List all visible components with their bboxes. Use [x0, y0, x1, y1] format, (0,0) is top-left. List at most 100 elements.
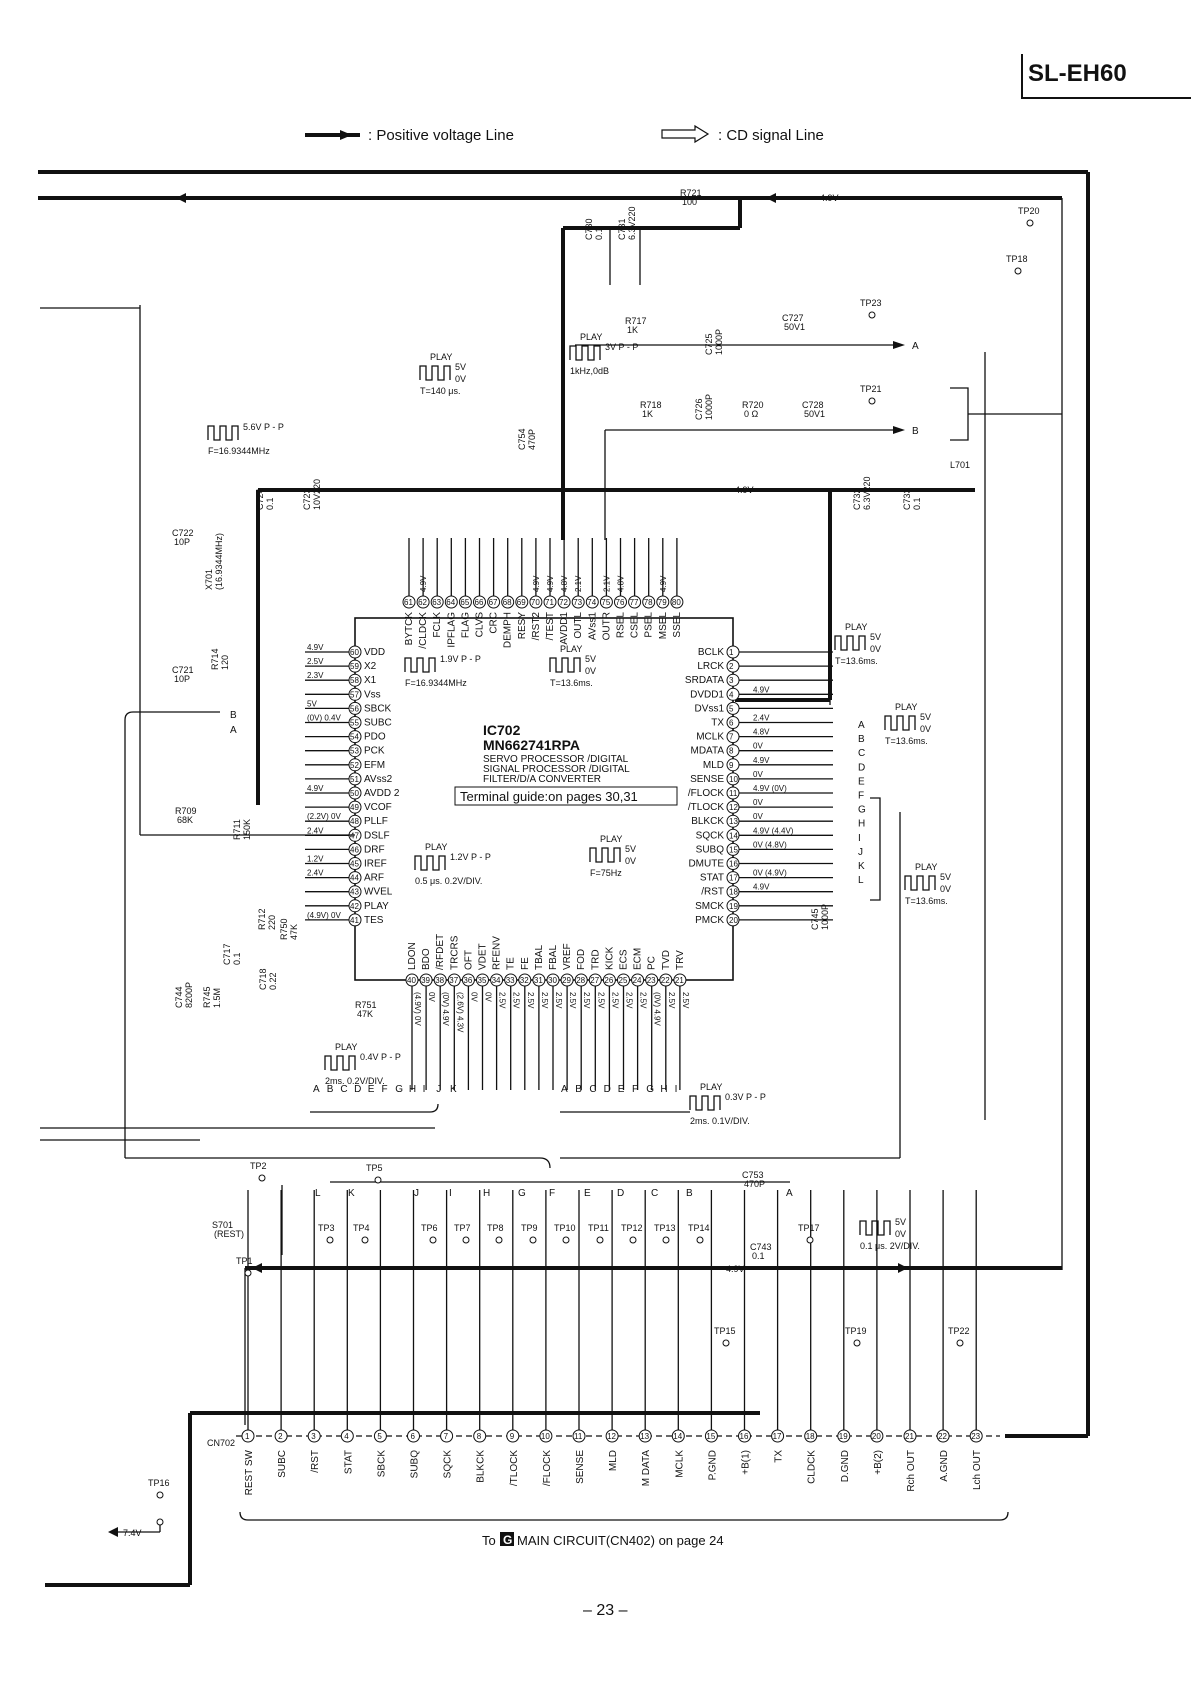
pin-13-name: BLKCK: [691, 816, 724, 827]
c728-value: 50V1: [804, 409, 825, 419]
tp2-circle: [258, 1174, 266, 1182]
cn-pin-10-name: /FLOCK: [542, 1450, 553, 1486]
cn-pin-7-name: SQCK: [443, 1450, 454, 1479]
pin-74-name: AVss1: [587, 612, 598, 641]
waveform-5-label: PLAY: [845, 622, 867, 632]
cn-pin-17-number: 17: [773, 1432, 782, 1441]
c730-value: 0.1: [594, 227, 604, 240]
pin-55-number: 55: [350, 719, 359, 728]
pin-71-number: 71: [545, 598, 554, 607]
bus-bl-D: D: [354, 1084, 361, 1095]
pin-26-voltage: 2.5V: [610, 992, 619, 1009]
pin-12-name: /TLOCK: [688, 802, 724, 813]
pin-65-name: FLAG: [460, 612, 471, 638]
pin-1-name: BCLK: [698, 647, 724, 658]
cn-pin-1-number: 1: [245, 1432, 250, 1441]
bus-bl-C: C: [340, 1084, 347, 1095]
cn-pin-13-name: M DATA: [641, 1450, 652, 1487]
cn-pin-18-name: CLDCK: [807, 1450, 818, 1484]
pin-10-name: SENSE: [690, 774, 724, 785]
pin-24-number: 24: [633, 976, 642, 985]
pin-14-name: SQCK: [696, 830, 725, 841]
bus-top-C: C: [651, 1188, 658, 1199]
r712-ref: R712: [257, 908, 267, 930]
bus-br-B: B: [575, 1084, 582, 1095]
pin-45-number: 45: [350, 860, 359, 869]
c744-ref: C744: [174, 986, 184, 1008]
rail-mid-voltage: 4.9V: [735, 485, 754, 495]
bus-top-I: I: [449, 1188, 452, 1199]
cn-pin-13-number: 13: [640, 1432, 649, 1441]
pin-20-name: PMCK: [695, 915, 724, 926]
bus-left-label-a: A: [230, 725, 237, 736]
cn-pin-14-number: 14: [673, 1432, 682, 1441]
c718-value: 0.22: [268, 972, 278, 990]
bus-br-I: I: [675, 1084, 678, 1095]
pin-71-voltage: 4.9V: [546, 575, 555, 592]
pin-2-number: 2: [729, 662, 734, 671]
pin-27-voltage: 2.5V: [596, 992, 605, 1009]
r750-ref: R750: [279, 918, 289, 940]
pin-35-voltage: 0V: [484, 992, 493, 1002]
pin-69-number: 69: [517, 598, 526, 607]
waveform-6-amp: 5V: [585, 654, 596, 664]
pin-40-number: 40: [407, 976, 416, 985]
tp17-label: TP17: [798, 1223, 820, 1233]
pin-72-name: AVDD1: [559, 612, 570, 645]
pin-80-number: 80: [672, 598, 681, 607]
bus-top-H: H: [483, 1188, 490, 1199]
pin-22-voltage: 2.5V: [667, 992, 676, 1009]
r709-value: 68K: [177, 815, 193, 825]
pin-2-name: LRCK: [697, 661, 724, 672]
pin-4-number: 4: [729, 690, 734, 699]
pin-22-number: 22: [661, 976, 670, 985]
pin-37-voltage: (2.6V) 4.3V: [455, 992, 464, 1033]
tp9-label: TP9: [521, 1223, 538, 1233]
pin-36-number: 36: [463, 976, 472, 985]
bus-bl-I: I: [423, 1084, 426, 1095]
waveform-12-note: 2ms. 0.1V/DIV.: [690, 1116, 750, 1126]
pin-16-name: DMUTE: [688, 859, 724, 870]
pin-55-voltage: (0V) 0.4V: [307, 714, 341, 723]
tp3-circle: [326, 1236, 334, 1244]
pin-55-name: SUBC: [364, 718, 392, 729]
pin-46-number: 46: [350, 845, 359, 854]
waveform-3-note: F=16.9344MHz: [208, 446, 270, 456]
pin-41-number: 41: [350, 916, 359, 925]
cn-pin-9-name: /TLOCK: [509, 1450, 520, 1486]
bus-top-G: G: [518, 1188, 526, 1199]
c732-ref: C732: [852, 488, 862, 510]
pin-41-voltage: (4.9V) 0V: [307, 911, 341, 920]
pin-62-number: 62: [418, 598, 427, 607]
pin-38-number: 38: [435, 976, 444, 985]
r718-ref: R718: [640, 400, 662, 410]
pin-41-name: TES: [364, 915, 384, 926]
pin-17-voltage: 0V (4.9V): [753, 869, 787, 878]
bus-top-A: A: [786, 1188, 793, 1199]
pin-37-number: 37: [449, 976, 458, 985]
waveform-7-note: T=13.6ms.: [885, 736, 928, 746]
pin-54-name: PDO: [364, 732, 386, 743]
cn-pin-15-number: 15: [706, 1432, 715, 1441]
waveform-1-label: PLAY: [430, 352, 452, 362]
pin-17-number: 17: [729, 874, 738, 883]
bus-bottom: [40, 1103, 790, 1255]
waveform-8-amp: 5V: [940, 872, 951, 882]
cn-pin-16-name: +B(1): [741, 1450, 752, 1475]
pin-33-name: TE: [506, 957, 517, 970]
cn-pin-6-name: SUBQ: [410, 1450, 421, 1479]
pin-54-number: 54: [350, 733, 359, 742]
pin-23-name: PC: [647, 956, 658, 970]
output-b-label: B: [912, 426, 919, 437]
model-rule: [1021, 54, 1023, 98]
pin-6-name: TX: [711, 718, 724, 729]
cn-pin-3-number: 3: [311, 1432, 316, 1441]
pin-64-number: 64: [446, 598, 455, 607]
waveform-2-label: PLAY: [580, 332, 602, 342]
pin-25-name: ECS: [619, 949, 630, 970]
cn-pin-22-number: 22: [938, 1432, 947, 1441]
bus-right-F: F: [858, 791, 864, 802]
